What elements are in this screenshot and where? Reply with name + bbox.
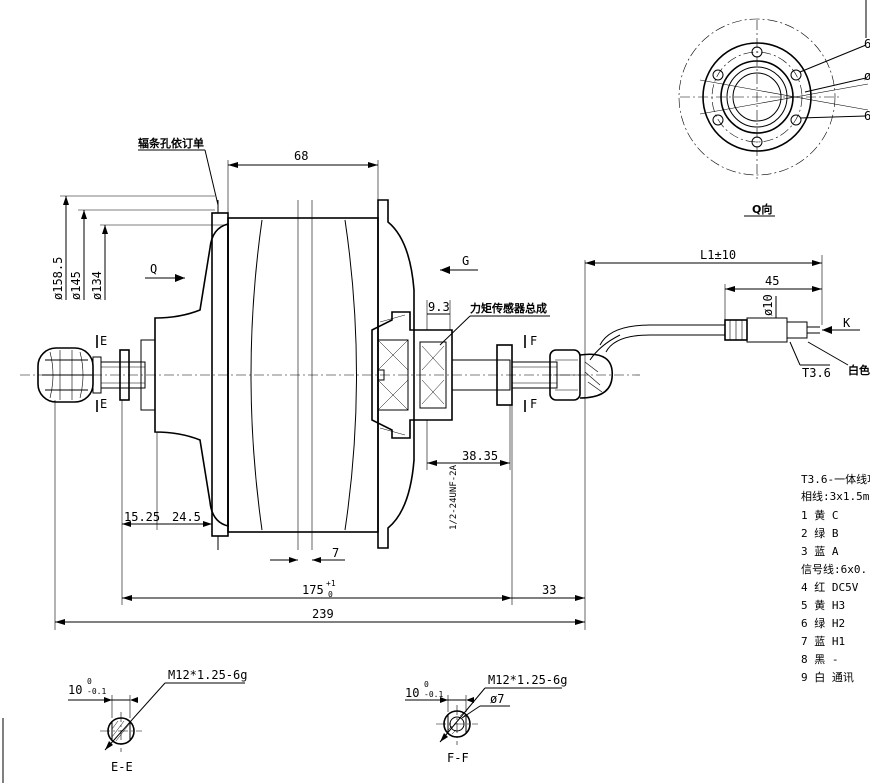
q-view-title: Q向 [752, 202, 772, 216]
dim-68: 68 [294, 149, 308, 163]
q-view: 6 ø 6 Q向 [678, 18, 870, 217]
dim-15-25: 15.25 [124, 510, 160, 524]
dim-45: 45 [765, 274, 779, 288]
section-f-label: F-F [447, 751, 469, 765]
svg-text:K: K [843, 316, 851, 330]
wiring-item: 8 黑 - [801, 653, 839, 666]
dim-e-width: 10 [68, 683, 82, 697]
svg-text:Q: Q [150, 262, 157, 276]
wiring-item: 2 绿 B [801, 526, 839, 540]
dimensions: ø158.5 ø145 ø134 辐条孔依订单 68 9.3 力矩传感器总成 3… [51, 136, 870, 630]
svg-text:+1: +1 [326, 579, 336, 588]
dim-d10: ø10 [761, 294, 775, 316]
section-mark-f-bottom: F [530, 397, 537, 411]
svg-text:G: G [462, 254, 469, 268]
section-mark-e-bottom: E [100, 397, 107, 411]
section-mark-f-top: F [530, 334, 537, 348]
thread-label: 1/2-24UNF-2A [449, 464, 459, 530]
wiring-item: 6 绿 H2 [801, 616, 845, 630]
svg-text:6: 6 [864, 37, 870, 51]
dim-f-width: 10 [405, 686, 419, 700]
section-e-label: E-E [111, 760, 133, 774]
dim-d134: ø134 [90, 271, 104, 300]
wiring-item: 1 黄 C [801, 508, 839, 522]
dim-239: 239 [312, 607, 334, 621]
view-arrow-g: G [440, 254, 478, 274]
wiring-item: 5 黄 H3 [801, 598, 845, 612]
section-e-e: 10 0 -0.1 M12*1.25-6g E-E [68, 668, 247, 774]
svg-text:-0.1: -0.1 [424, 690, 443, 699]
motor-main-view: Q G K E E F F [20, 160, 860, 550]
svg-text:-0.1: -0.1 [87, 687, 106, 696]
dim-d145: ø145 [69, 271, 83, 300]
torque-sensor-assembly [371, 311, 453, 439]
wiring-table: T3.6-一体线攻 相线:3x1.5m 1 黄 C 2 绿 B 3 蓝 A 信号… [801, 472, 870, 684]
hub-shell [154, 160, 415, 550]
view-arrow-q: Q [145, 262, 185, 282]
section-mark-e-top: E [100, 334, 107, 348]
wiring-item: 9 白 通讯 [801, 670, 854, 684]
section-f-f: 10 0 -0.1 M12*1.25-6g ø7 F-F [405, 673, 567, 765]
view-arrow-k: K [822, 316, 860, 334]
wiring-phase-line: 相线:3x1.5m [801, 489, 870, 503]
svg-text:0: 0 [424, 680, 429, 689]
dim-f-dia: ø7 [490, 692, 504, 706]
svg-text:6: 6 [864, 109, 870, 123]
left-axle [100, 339, 156, 411]
wiring-signal-line: 信号线:6x0. [801, 562, 867, 576]
wiring-item: 3 蓝 A [801, 545, 839, 558]
dim-d158: ø158.5 [51, 257, 65, 300]
right-axle [451, 344, 558, 406]
svg-text:ø: ø [864, 69, 870, 83]
dim-7: 7 [332, 546, 339, 560]
cable-gland [549, 334, 621, 401]
dim-24-5: 24.5 [172, 510, 201, 524]
dim-175: 175 [302, 583, 324, 597]
white-label-partial: 白色 [848, 363, 870, 377]
left-axle-nut [37, 347, 102, 403]
dim-t36: T3.6 [802, 366, 831, 380]
dim-33: 33 [542, 583, 556, 597]
wiring-item: 4 红 DC5V [801, 581, 859, 594]
dim-f-thread: M12*1.25-6g [488, 673, 567, 687]
dim-l1: L1±10 [700, 248, 736, 262]
dim-e-thread: M12*1.25-6g [168, 668, 247, 682]
wiring-item: 7 蓝 H1 [801, 635, 845, 648]
svg-text:0: 0 [328, 590, 333, 599]
spoke-hole-note: 辐条孔依订单 [138, 136, 204, 150]
wiring-title: T3.6-一体线攻 [801, 472, 870, 486]
cable-connector [599, 317, 820, 353]
torque-sensor-label: 力矩传感器总成 [470, 301, 547, 315]
dim-9-3: 9.3 [428, 300, 450, 314]
dim-38-35: 38.35 [462, 449, 498, 463]
svg-text:0: 0 [87, 677, 92, 686]
